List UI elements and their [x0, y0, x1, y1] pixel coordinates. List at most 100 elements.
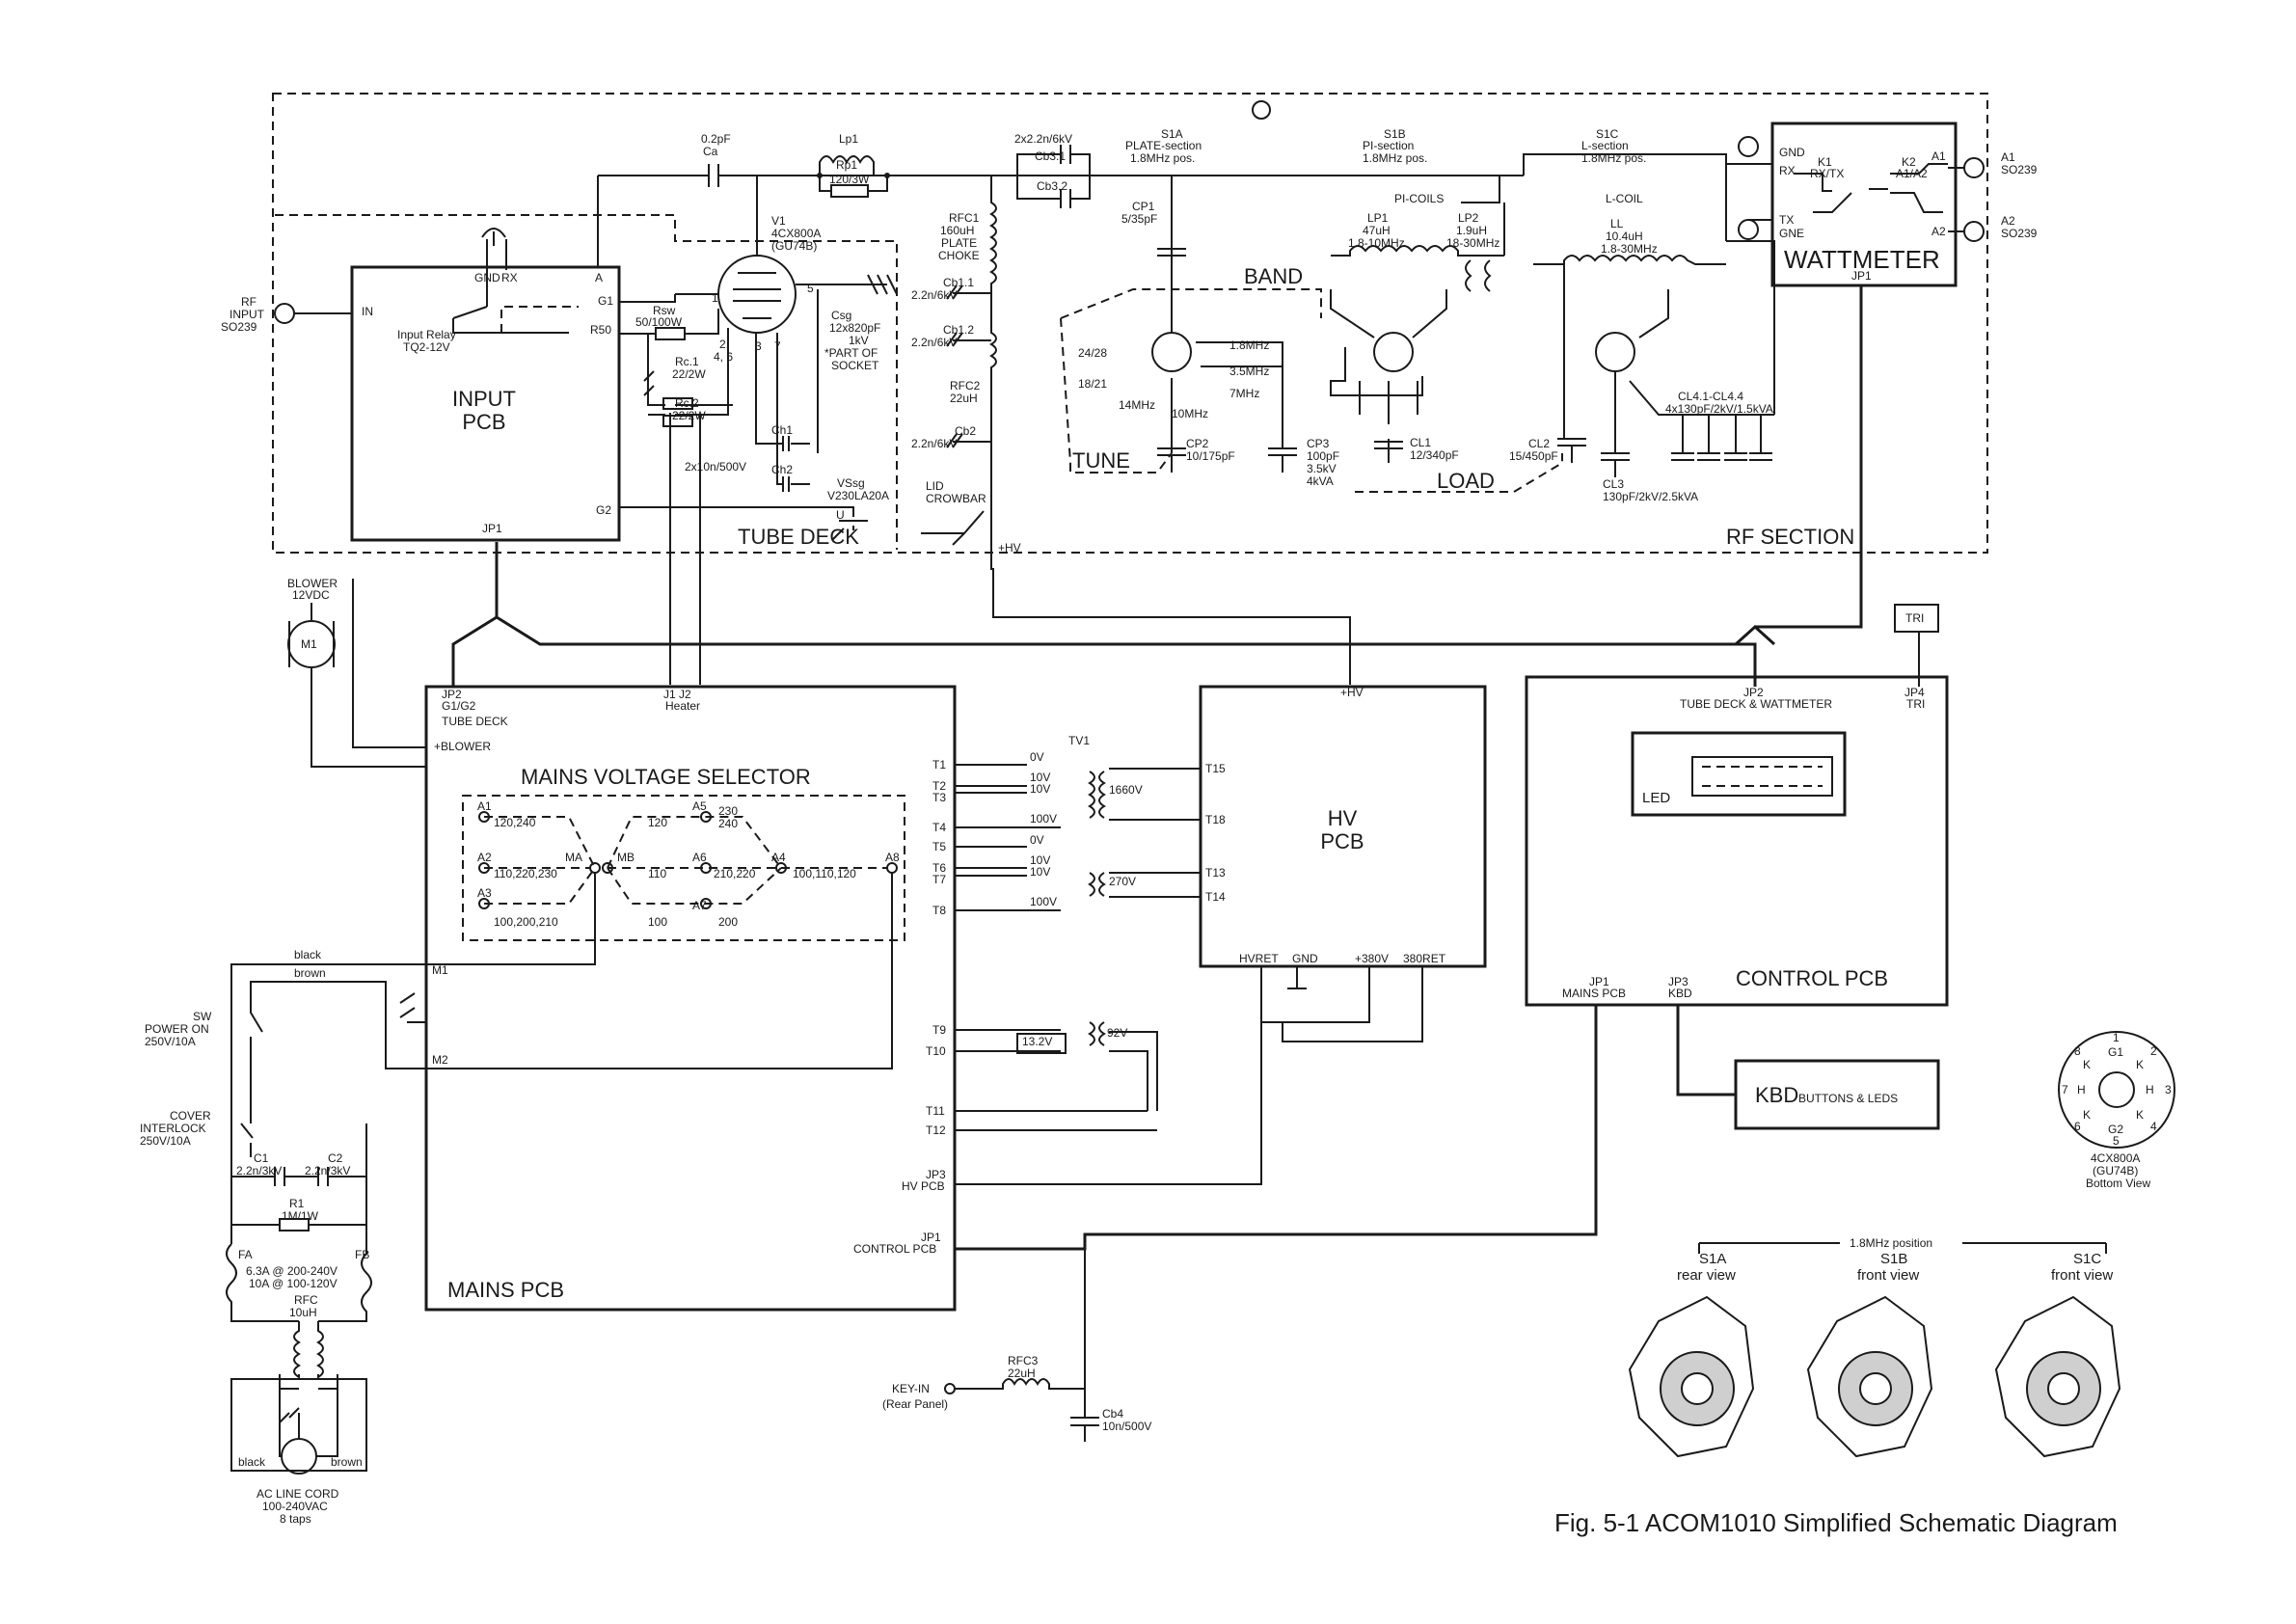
rfc1-label-4: CHOKE [938, 249, 980, 262]
mains-selector-outline [462, 795, 905, 941]
sel-a1v: 120,240 [494, 816, 536, 829]
hv-pcb-label-2: PCB [1320, 829, 1364, 853]
mains-m1-label: M1 [432, 963, 448, 977]
mains-selector-label: MAINS VOLTAGE SELECTOR [521, 765, 811, 789]
cb1-2-label-2: 2.2n/6kV [911, 336, 957, 349]
rfc2-label-2: 22uH [950, 392, 978, 405]
ll-label-3: 1.8-30MHz [1601, 242, 1658, 256]
cl3-cl4-caps-icon [1601, 452, 1772, 477]
cp2-label-2: 10/175pF [1186, 449, 1235, 463]
hv-pin-t13: T13 [1205, 866, 1226, 880]
rf-input-label-1: RF [241, 295, 257, 309]
cb4-label-1: Cb4 [1102, 1407, 1123, 1421]
r1-label-2: 1M/1W [282, 1209, 319, 1223]
cl3-label-2: 130pF/2kV/2.5kVA [1603, 490, 1698, 503]
switch-s1b-label-2: front view [1857, 1267, 1919, 1284]
ant-wires [1948, 167, 1964, 232]
rfc-label-1: RFC [294, 1293, 318, 1307]
tv1-secondary-wires [1109, 768, 1201, 1111]
tv1-transformer-icon [1088, 771, 1106, 1046]
mains-m1-m2-wires [230, 873, 893, 1069]
tv-sec-132: 13.2V [1022, 1035, 1052, 1048]
mains-brown-label: brown [294, 966, 326, 980]
t-pin-label: T9 [932, 1023, 946, 1037]
rsw-wire [619, 309, 719, 335]
switch-s1b-label-1: S1B [1880, 1251, 1907, 1267]
vssg-label-2: V230LA20A [827, 489, 889, 502]
s1c-label-2: L-section [1581, 139, 1629, 152]
wm-jp1-pin: JP1 [1851, 269, 1872, 283]
terminal-a8 [886, 862, 898, 874]
c1-c2-caps-icon [231, 1167, 366, 1186]
rfc-choke-icon [279, 1321, 338, 1390]
lid-crowbar-switch-icon [921, 510, 992, 546]
socket-num: 3 [2165, 1083, 2172, 1096]
input-g1-pin: G1 [598, 294, 613, 308]
v1-label-1: V1 [771, 214, 786, 228]
rf-section-outline [272, 93, 1988, 554]
ca-label-2: Ca [703, 145, 718, 158]
wm-tx-pin: TX [1779, 213, 1794, 227]
wm-relay-contacts [1794, 163, 1948, 213]
lp1-coil-icon [1331, 245, 1504, 257]
ctrl-jp4-label-2: TRI [1906, 697, 1925, 711]
t-pin-label: T7 [932, 873, 946, 886]
sel-mb: MB [617, 851, 635, 864]
tv-prim-3: 100V [1030, 812, 1057, 826]
tri-box [1894, 604, 1939, 633]
rc2-label-2: 22/2W [672, 409, 706, 422]
hv-feed-line [989, 176, 1351, 685]
lid-label-2: CROWBAR [926, 492, 986, 505]
wm-gnd-pin: GND [1779, 146, 1805, 159]
load-label: LOAD [1437, 469, 1495, 493]
input-g2-pin: G2 [596, 503, 611, 517]
fuses-icon [226, 1243, 372, 1322]
ac-label-3: 8 taps [280, 1512, 311, 1526]
input-pcb-label-1: INPUT [452, 387, 516, 411]
c1-label-2: 2.2n/3kV [236, 1164, 282, 1177]
lp1-label: Lp1 [839, 132, 858, 146]
switch-wafer-s1b-icon [1806, 1295, 1933, 1458]
hv-pcb-box [1199, 685, 1487, 968]
wm-a2-pin: A2 [1931, 225, 1946, 238]
rsw-label-1: Rsw [653, 304, 676, 317]
rf-section-screw [1252, 100, 1271, 120]
interlock-switch-icon [230, 1123, 367, 1254]
junction [884, 173, 890, 178]
ll-coil-icon [1533, 255, 1707, 265]
t-pin-label: T11 [926, 1104, 945, 1118]
tv1-primary-wires [955, 764, 1157, 1131]
selector-jumpers [484, 816, 887, 905]
hv-bottom-wires [955, 966, 1423, 1185]
hv-pin-380: +380V [1355, 952, 1389, 965]
key-in-wires [955, 1249, 1099, 1442]
sel-a4: A4 [771, 851, 786, 864]
t-pin-label: T1 [932, 758, 946, 771]
ch2-label: Ch2 [771, 463, 793, 476]
band-label: BAND [1244, 264, 1303, 288]
cb2-label-2: 2.2n/6kV [911, 437, 957, 450]
s1a-tap-wires [1171, 275, 1283, 453]
tv1-label: TV1 [1068, 734, 1090, 747]
ca-label-1: 0.2pF [701, 132, 731, 146]
t-pin-label: T6 [932, 861, 946, 875]
tv-prim-2: 10V [1030, 782, 1050, 796]
socket-num: 5 [2113, 1134, 2120, 1148]
rf-input-connector-icon [274, 303, 295, 324]
control-pcb-label: CONTROL PCB [1736, 966, 1888, 990]
wm-wires [1747, 163, 1772, 221]
ctrl-jp1-label-1: JP1 [1589, 975, 1609, 988]
wattmeter-box [1770, 122, 1958, 287]
sel-b110: 110 [648, 867, 666, 880]
mains-pcb-box [424, 685, 957, 1312]
cp2-label-1: CP2 [1186, 437, 1209, 450]
ant2-label-2: SO239 [2001, 227, 2038, 240]
wattmeter-tx-feed [1725, 163, 1747, 241]
fa-label: FA [238, 1248, 253, 1261]
rfc1-label-1: RFC1 [949, 211, 980, 225]
band-35mhz: 3.5MHz [1229, 365, 1269, 378]
cl2-label-1: CL2 [1528, 437, 1550, 450]
t-pin-labels: T1 T2 T3 T4 T5 T6 T7 T8 T9 T10 T11 T12 [926, 758, 946, 1137]
t-pin-label: T2 [932, 779, 946, 793]
band-7mhz: 7MHz [1229, 387, 1259, 400]
